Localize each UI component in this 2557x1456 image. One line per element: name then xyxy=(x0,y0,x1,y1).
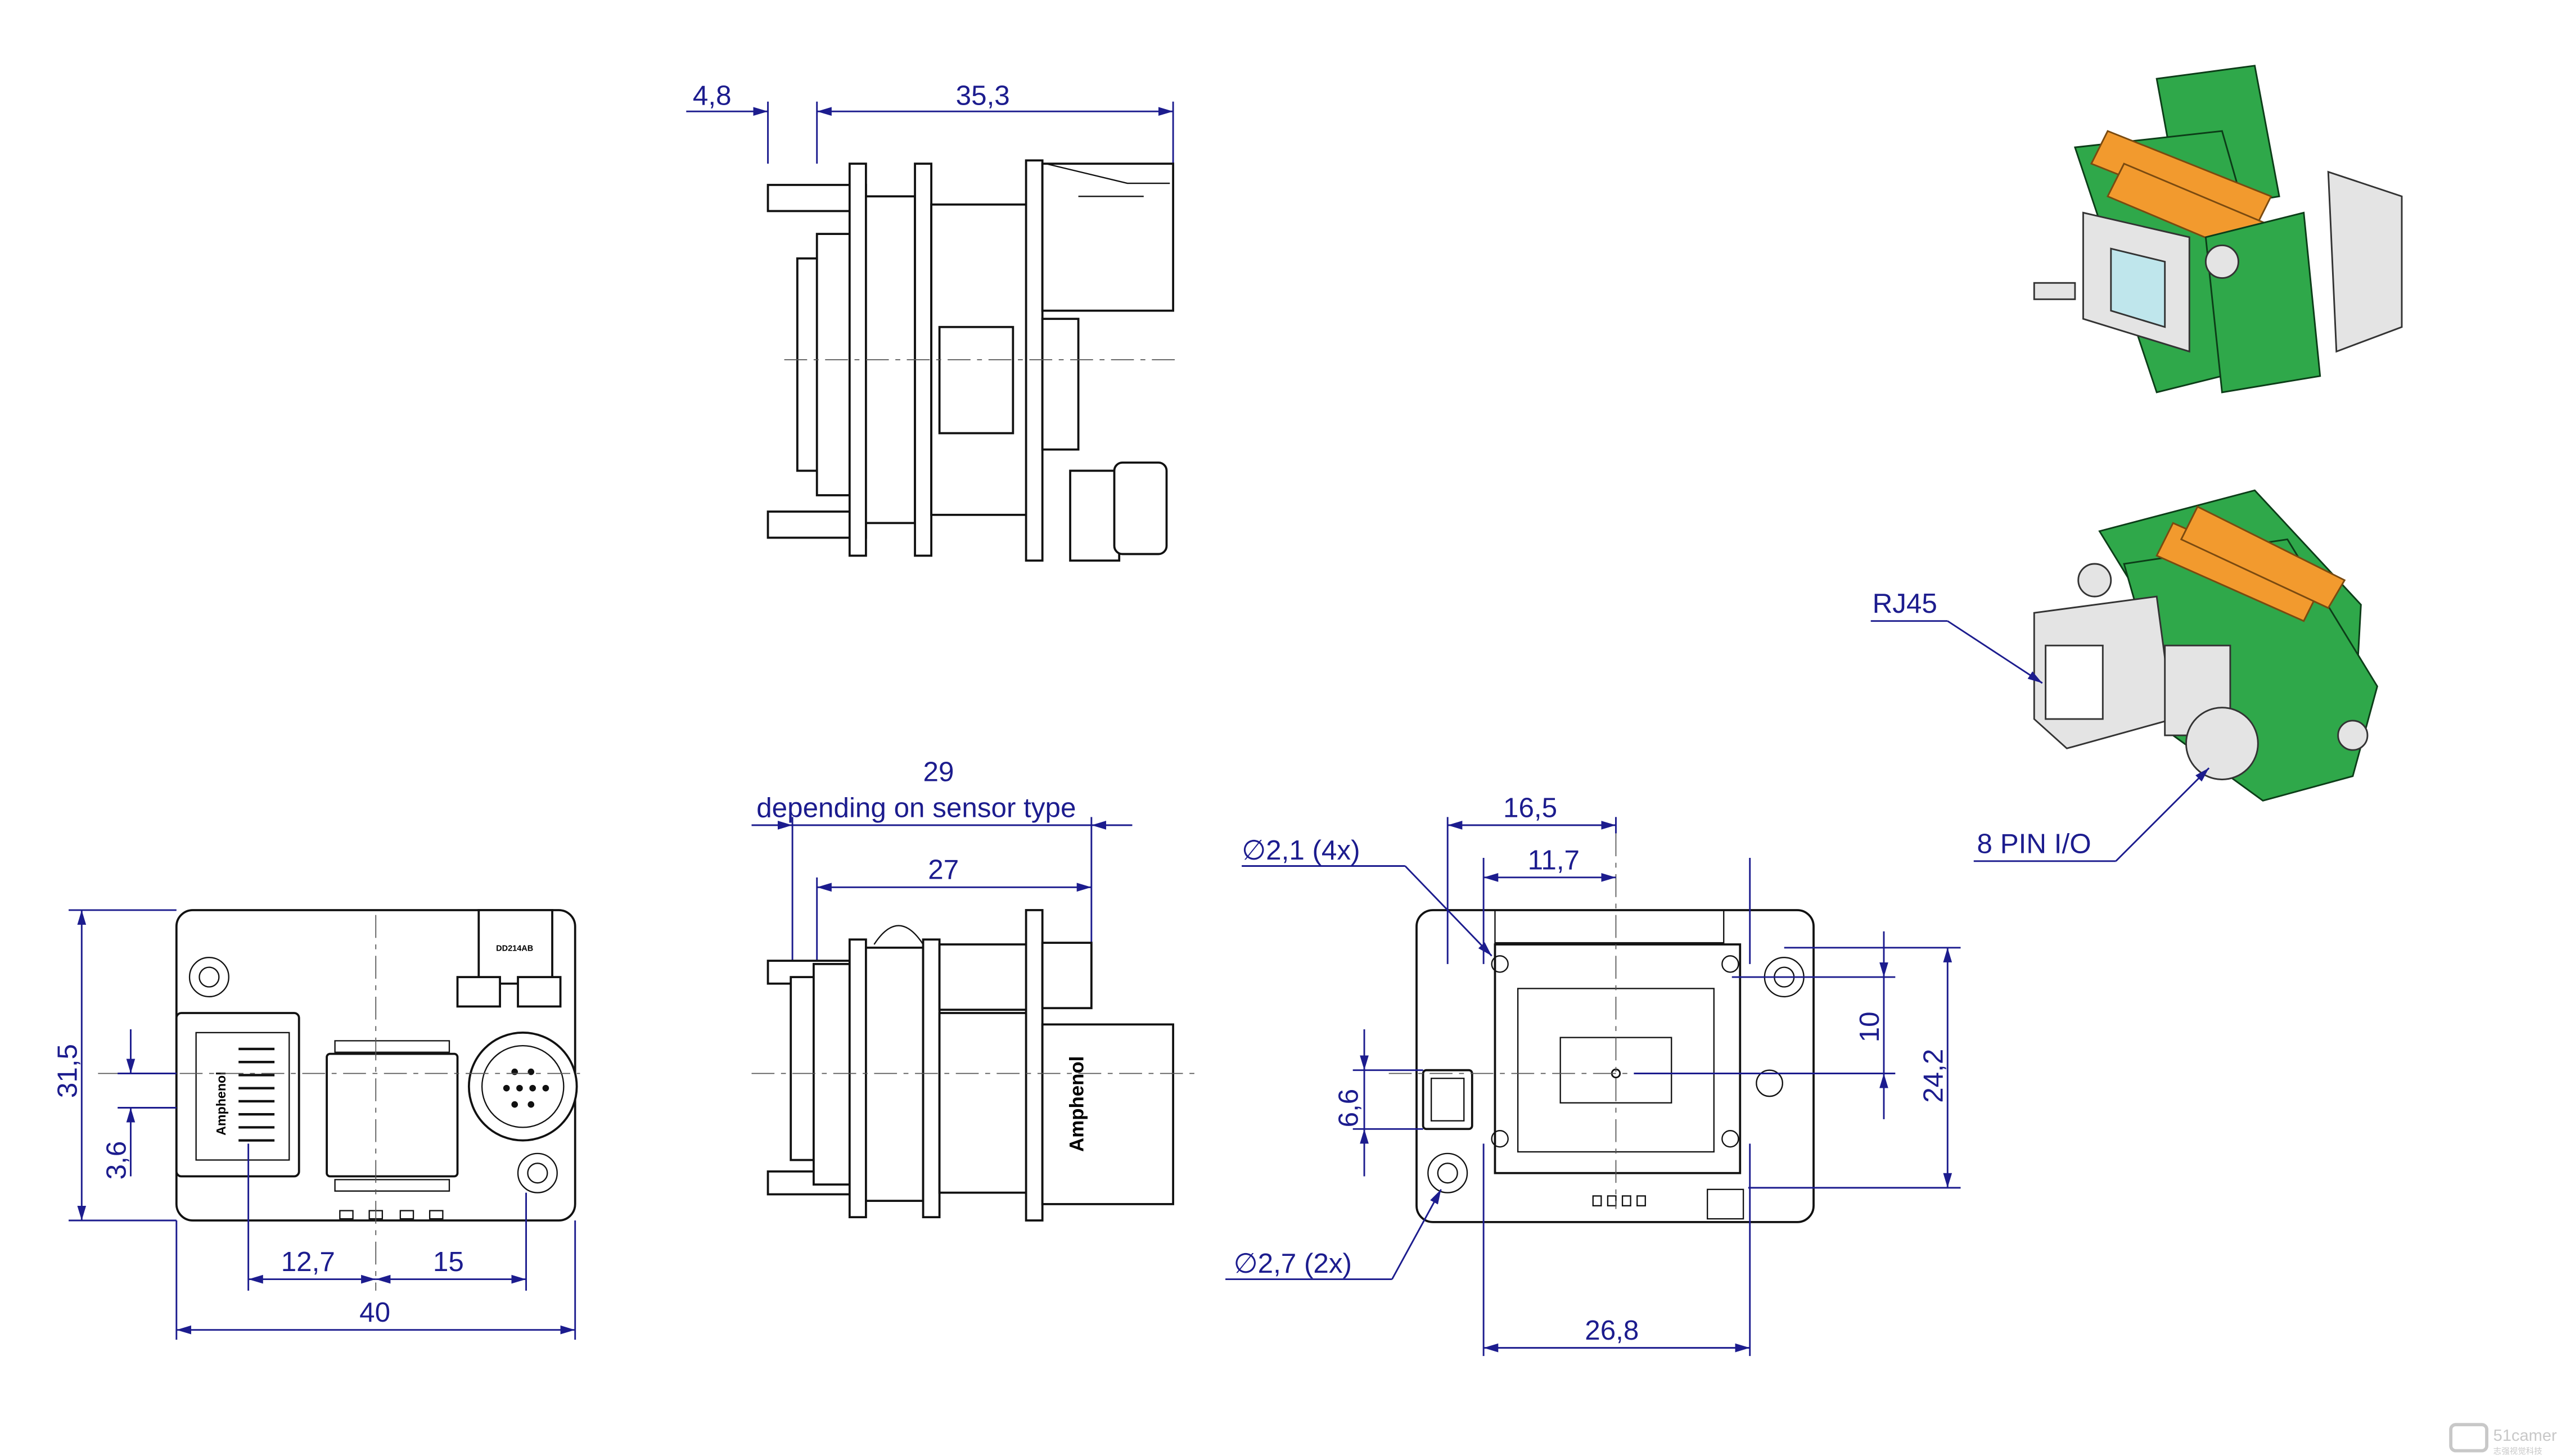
rj45-label: RJ45 xyxy=(1873,588,1937,619)
dim-width-text: 40 xyxy=(359,1297,390,1328)
io-brand-text: Amphenol xyxy=(1066,1056,1088,1152)
hole-large-label: ∅2,7 (2x) xyxy=(1234,1248,1352,1279)
dim-max-note-text: depending on sensor type xyxy=(756,792,1076,823)
dim-flange-text: 4,8 xyxy=(693,80,732,111)
front-view: DD214AB Amphenol 31,5 3,6 12,7 15 40 xyxy=(52,909,580,1340)
dim-rj45-center-text: 12,7 xyxy=(281,1246,335,1277)
dim-io-center-text: 15 xyxy=(433,1246,464,1277)
iso-view-top xyxy=(2033,65,2403,394)
bottom-side-view: 29 depending on sensor type 27 Amphenol xyxy=(751,756,1201,1222)
hole-small-label: ∅2,1 (4x) xyxy=(1242,835,1360,866)
rear-view: 16,5 11,7 ∅2,1 (4x) ∅2,7 (2x) 10 24,2 6,… xyxy=(1225,792,1961,1356)
dim-vertical-outer-text: 24,2 xyxy=(1918,1049,1949,1103)
dim-vertical-inner-text: 10 xyxy=(1854,1011,1885,1042)
io-label: 8 PIN I/O xyxy=(1977,828,2091,859)
dim-length-text: 35,3 xyxy=(956,80,1010,111)
dim-hole-pitch-inner-text: 11,7 xyxy=(1528,844,1580,875)
dim-min-text: 27 xyxy=(928,854,959,885)
top-side-view: 4,8 35,3 xyxy=(686,80,1176,562)
watermark-subtitle: 志强视觉科技 xyxy=(2493,1446,2542,1456)
iso-view-bottom: RJ45 8 PIN I/O xyxy=(1870,489,2378,862)
dim-led-text: 6,6 xyxy=(1333,1089,1364,1128)
rj45-brand-text: Amphenol xyxy=(214,1071,228,1136)
dim-rj45-offset-text: 3,6 xyxy=(101,1141,132,1180)
watermark-logo: 51camera 志强视觉科技 xyxy=(2449,1423,2557,1456)
dim-height-text: 31,5 xyxy=(52,1044,83,1098)
inductor-marking: DD214AB xyxy=(496,944,533,953)
dim-hole-pitch-outer-text: 16,5 xyxy=(1503,792,1557,823)
dim-max-text: 29 xyxy=(923,756,954,787)
dim-mount-pitch-text: 26,8 xyxy=(1585,1315,1639,1346)
watermark-brand: 51camera xyxy=(2493,1427,2557,1445)
